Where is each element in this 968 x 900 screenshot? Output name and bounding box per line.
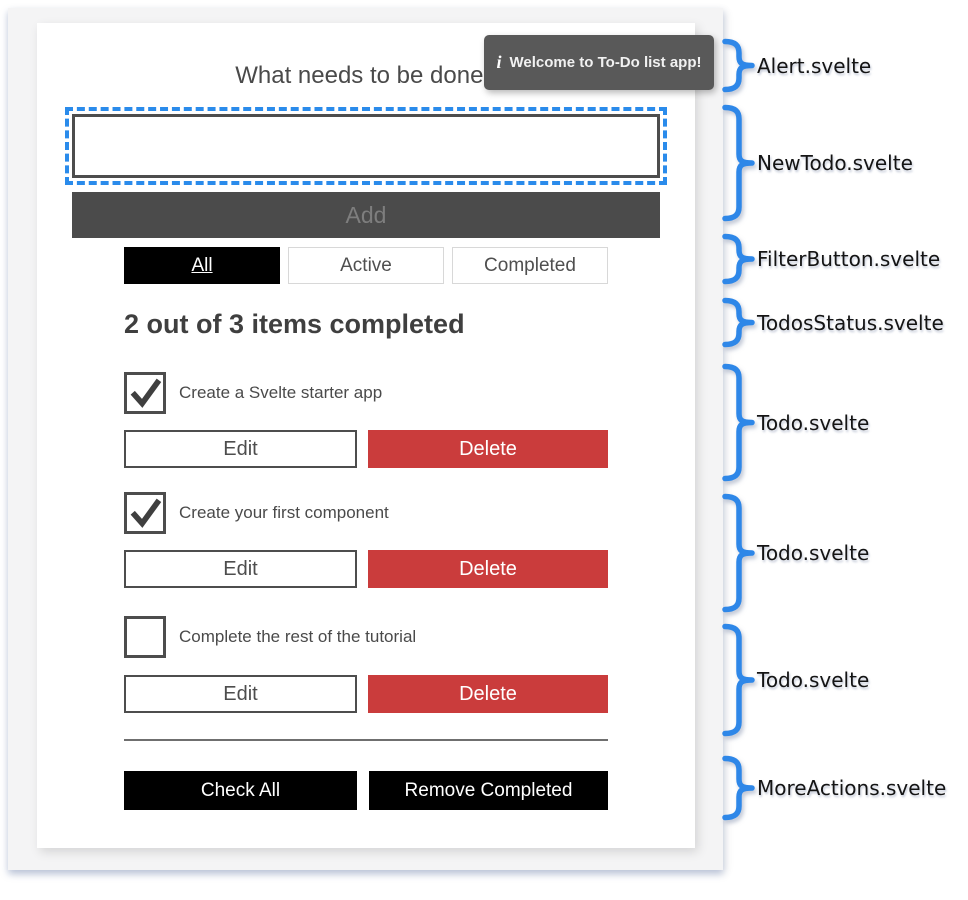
todo-item: Create your first component Edit Delete xyxy=(124,492,608,588)
edit-button[interactable]: Edit xyxy=(124,550,357,588)
annotation-label: MoreActions.svelte xyxy=(757,776,947,800)
annotation-label: FilterButton.svelte xyxy=(757,247,941,271)
annotation-brace xyxy=(722,297,755,348)
annotation-label: TodosStatus.svelte xyxy=(757,310,944,335)
edit-button[interactable]: Edit xyxy=(124,675,357,713)
annotation-brace xyxy=(722,493,755,613)
info-italic-icon: i xyxy=(496,52,502,72)
todo-check-row: Create your first component xyxy=(124,492,608,534)
edit-button[interactable]: Edit xyxy=(124,430,357,468)
filter-all-button[interactable]: All xyxy=(124,247,280,284)
annotation-brace xyxy=(722,104,755,222)
todo-checkbox-unchecked[interactable] xyxy=(124,616,166,658)
annotation-brace xyxy=(722,755,755,821)
annotation-label: Alert.svelte xyxy=(757,53,872,78)
divider xyxy=(124,739,608,741)
annotation-brace xyxy=(722,363,755,482)
delete-button[interactable]: Delete xyxy=(368,675,608,713)
app-panel: What needs to be done? Add All Active Co… xyxy=(8,8,723,870)
todo-checkbox-checked[interactable] xyxy=(124,372,166,414)
annotation-brace xyxy=(722,38,755,93)
annotation-label: NewTodo.svelte xyxy=(757,151,913,175)
more-actions-row: Check All Remove Completed xyxy=(124,771,608,810)
todo-item: Create a Svelte starter app Edit Delete xyxy=(124,372,608,468)
add-button[interactable]: Add xyxy=(72,192,660,238)
remove-completed-button[interactable]: Remove Completed xyxy=(369,771,608,810)
alert-text: Welcome to To-Do list app! xyxy=(509,54,702,71)
todo-button-row: Edit Delete xyxy=(124,430,608,468)
todos-status-heading: 2 out of 3 items completed xyxy=(124,309,465,339)
check-icon xyxy=(130,378,162,408)
todo-checkbox-checked[interactable] xyxy=(124,492,166,534)
annotation-label: Todo.svelte xyxy=(757,410,870,435)
todo-button-row: Edit Delete xyxy=(124,675,608,713)
todo-label[interactable]: Create your first component xyxy=(179,503,389,522)
app-heading: What needs to be done? xyxy=(235,62,497,89)
todo-button-row: Edit Delete xyxy=(124,550,608,588)
annotation-brace xyxy=(722,233,755,285)
delete-button[interactable]: Delete xyxy=(368,550,608,588)
annotation-brace xyxy=(722,623,755,737)
filter-active-button[interactable]: Active xyxy=(288,247,444,284)
todo-label[interactable]: Create a Svelte starter app xyxy=(179,383,383,402)
todo-check-row: Create a Svelte starter app xyxy=(124,372,608,414)
todo-label[interactable]: Complete the rest of the tutorial xyxy=(179,627,417,646)
new-todo-input[interactable] xyxy=(65,107,667,185)
todo-app-card: What needs to be done? Add All Active Co… xyxy=(37,23,695,848)
delete-button[interactable]: Delete xyxy=(368,430,608,468)
check-icon xyxy=(130,498,162,528)
annotation-label: Todo.svelte xyxy=(757,541,870,565)
annotation-label: Todo.svelte xyxy=(757,668,870,692)
todo-check-row: Complete the rest of the tutorial xyxy=(124,616,608,658)
todo-item: Complete the rest of the tutorial Edit D… xyxy=(124,616,608,713)
filter-completed-button[interactable]: Completed xyxy=(452,247,608,284)
filter-button-group: All Active Completed xyxy=(124,247,608,284)
check-all-button[interactable]: Check All xyxy=(124,771,357,810)
alert-toast: i Welcome to To-Do list app! xyxy=(484,35,714,90)
